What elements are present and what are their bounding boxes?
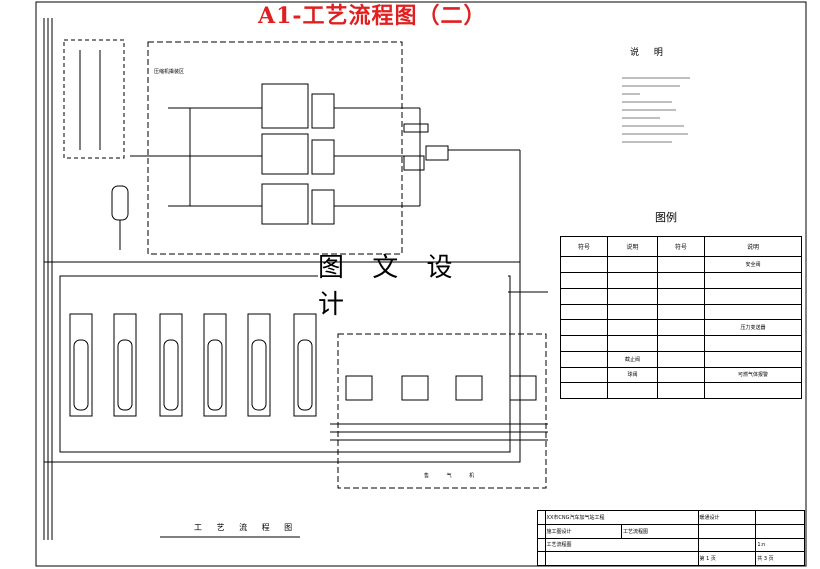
legend-row — [560, 272, 803, 289]
dispensers — [345, 375, 537, 401]
title-block-drawing-name: 工艺流程图 — [621, 523, 699, 539]
legend-table: 符号 说明 符号 说明 安全阀 压力变送器 截止阀 球阀可燃气体报警 — [560, 235, 803, 399]
compressor-area-label: 压缩机撬装区 — [154, 69, 185, 75]
title-block: XX市CNG汽车加气站工程 暖通设计 施工图设计 工艺流程图 工艺流程图 1:n… — [537, 510, 805, 566]
title-block-stage: 施工图设计 — [544, 523, 623, 539]
legend-row: 截止阀 — [560, 350, 803, 368]
dispenser-area — [337, 333, 547, 489]
legend-header: 符号 — [560, 235, 608, 258]
legend-row — [560, 382, 803, 399]
legend-row — [560, 335, 803, 352]
title-block-seal: 暖通设计 — [697, 510, 757, 525]
legend-row: 安全阀 — [560, 256, 803, 273]
title-block-sheet-title: 工艺流程图 — [544, 537, 699, 553]
legend-header: 说明 — [606, 235, 659, 258]
legend-row: 压力变送器 — [560, 319, 803, 336]
dispenser-area-label: 售 气 机 — [424, 473, 483, 479]
title-block-sheet: 第 1 页 — [697, 551, 757, 566]
compressor-skid — [147, 41, 403, 255]
title-block-total: 共 3 页 — [755, 551, 805, 566]
watermark: 图 文 设 计 — [318, 253, 508, 320]
legend-row — [560, 303, 803, 321]
drawing-frame — [35, 1, 807, 567]
notes-heading: 说 明 — [630, 48, 669, 58]
notes-lines — [622, 77, 690, 143]
title-block-scale: 1:n — [755, 537, 805, 553]
legend-header: 说明 — [703, 235, 803, 258]
title-block-project: XX市CNG汽车加气站工程 — [544, 510, 699, 525]
drawing-label: 工 艺 流 程 图 — [194, 523, 299, 532]
compressor-units — [261, 83, 335, 225]
legend-header: 符号 — [657, 235, 705, 258]
legend-row: 球阀可燃气体报警 — [560, 366, 803, 384]
storage-cylinders — [69, 313, 317, 417]
legend-row — [560, 287, 803, 305]
legend-heading: 图例 — [655, 211, 677, 224]
metering-skid — [63, 39, 125, 159]
drawing-title: A1-工艺流程图（二） — [258, 3, 487, 29]
